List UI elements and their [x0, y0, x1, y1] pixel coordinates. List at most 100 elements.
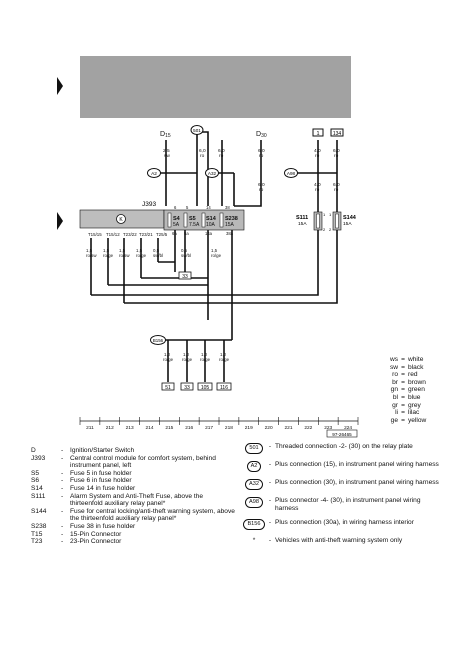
- svg-text:6a: 6a: [172, 231, 177, 236]
- module-ground-icon: K: [116, 214, 126, 224]
- svg-text:S14: S14: [206, 216, 217, 222]
- wire-color-row: bl=blue: [381, 394, 426, 402]
- svg-text:105: 105: [201, 385, 210, 391]
- legend-item: S14-Fuse 14 in fuse holder: [31, 485, 236, 493]
- svg-text:ro: ro: [259, 153, 264, 159]
- svg-text:1,5: 1,5: [211, 248, 218, 253]
- svg-text:116: 116: [220, 385, 228, 391]
- color-name: red: [408, 371, 418, 379]
- svg-text:14a: 14a: [205, 231, 213, 236]
- svg-text:ro: ro: [334, 187, 339, 193]
- svg-text:T25/5: T25/5: [156, 232, 168, 237]
- legend-desc: Fuse 14 in fuse holder: [70, 484, 136, 492]
- svg-text:ro: ro: [259, 187, 264, 193]
- box-134: 134: [330, 128, 344, 137]
- top-wire-labels: 2,5 sw 6,0 ro 6,0 ro 6,0 ro 4,0 ro 6,0 r…: [163, 148, 340, 193]
- svg-text:6,0: 6,0: [218, 148, 225, 154]
- svg-text:1,0: 1,0: [164, 352, 171, 357]
- svg-text:T15/12: T15/12: [106, 232, 120, 237]
- legend-oval: B156: [243, 519, 265, 531]
- ruler-label: 211: [86, 425, 94, 431]
- svg-text:6,0: 6,0: [333, 148, 340, 154]
- ruler-label: 224: [344, 425, 352, 431]
- svg-text:15A: 15A: [298, 221, 307, 227]
- legend-item: 501-Threaded connection -2- (30) on the …: [243, 443, 443, 454]
- svg-text:5A: 5A: [173, 222, 180, 228]
- legend-code: S111: [31, 492, 46, 500]
- color-code: gn: [390, 386, 398, 394]
- wires: [90, 131, 338, 382]
- ruler-label: 217: [205, 425, 213, 431]
- svg-text:0,5: 0,5: [181, 248, 188, 253]
- ruler-label: 222: [304, 425, 312, 431]
- color-code: br: [392, 378, 398, 386]
- wire-color-key: ws=white sw=black ro=red br=brown gn=gre…: [381, 356, 426, 424]
- svg-text:ro/ge: ro/ge: [219, 357, 230, 362]
- svg-text:ro/sw: ro/sw: [119, 253, 130, 258]
- legend-desc: Fuse 38 in fuse holder: [70, 522, 136, 530]
- terminal-d-30: D30: [256, 131, 267, 139]
- svg-text:S5: S5: [189, 216, 196, 222]
- connector-wire-labels: 1,5 ro/sw 1,5 ro/ge 1,5 ro/sw 1,5 ro/ge …: [86, 248, 222, 258]
- svg-text:6,0: 6,0: [199, 148, 206, 154]
- svg-text:T15/15: T15/15: [88, 232, 102, 237]
- svg-text:ro: ro: [200, 153, 205, 159]
- svg-text:S111: S111: [296, 215, 308, 221]
- node-b156: B156: [150, 335, 166, 345]
- legend-dash: -: [61, 522, 64, 530]
- legend-item: D-Ignition/Starter Switch: [31, 447, 236, 455]
- legend-dash: -: [61, 507, 64, 515]
- page-marker-top-icon: [57, 77, 63, 95]
- ruler-label: 213: [126, 425, 134, 431]
- svg-text:B156: B156: [153, 338, 164, 343]
- legend-dash: -: [61, 530, 64, 538]
- ruler-ticks: [79, 417, 359, 425]
- color-code: bl: [392, 393, 398, 401]
- wire-color-row: br=brown: [381, 379, 426, 387]
- legend-oval: A2: [246, 461, 262, 472]
- node-501: 501: [190, 125, 204, 135]
- legend-desc: Threaded connection -2- (30) on the rela…: [275, 443, 413, 450]
- top-terminals: D15 D30: [160, 131, 267, 139]
- wire-color-row: gr=grey: [381, 402, 426, 410]
- svg-text:51: 51: [165, 385, 171, 391]
- svg-text:33: 33: [184, 385, 190, 391]
- svg-text:sw: sw: [164, 154, 170, 159]
- svg-text:1,0: 1,0: [183, 352, 190, 357]
- svg-text:6,0: 6,0: [258, 148, 265, 154]
- legend-dash: -: [61, 492, 64, 500]
- color-name: green: [408, 386, 425, 394]
- legend-code: S144: [31, 507, 47, 515]
- legend-dash: -: [61, 447, 64, 454]
- color-name: black: [408, 363, 424, 371]
- legend-dash: -: [61, 469, 64, 477]
- svg-text:ro/sw: ro/sw: [86, 253, 97, 258]
- node-a98: A98: [284, 168, 298, 178]
- legend-desc: 15-Pin Connector: [70, 530, 122, 538]
- legend-dash: -: [61, 477, 64, 485]
- fuse-s238: S238 15A 38 38a: [219, 205, 238, 236]
- legend-oval: A32: [245, 479, 263, 490]
- legend-item: S144-Fuse for central locking/anti-theft…: [31, 508, 236, 523]
- fuses: S4 5A 6 6a S5 7.5A 5 5a S14 10A 14 14a S…: [167, 205, 238, 236]
- svg-text:ro: ro: [315, 187, 320, 193]
- svg-text:1,0: 1,0: [220, 352, 227, 357]
- svg-text:1,5: 1,5: [119, 248, 126, 253]
- color-code: gr: [392, 401, 398, 409]
- svg-text:ro: ro: [219, 153, 224, 159]
- svg-text:4,0: 4,0: [314, 182, 321, 188]
- wire-color-row: li=lilac: [381, 409, 426, 417]
- color-name: yellow: [408, 416, 427, 424]
- legend-desc: Vehicles with anti-theft warning system …: [275, 537, 403, 545]
- svg-text:10A: 10A: [206, 222, 216, 228]
- svg-text:S238: S238: [225, 216, 238, 222]
- svg-text:2,5: 2,5: [163, 148, 170, 154]
- svg-text:ro/ge: ro/ge: [103, 253, 114, 258]
- node-a32: A32: [205, 168, 219, 178]
- svg-text:2: 2: [329, 227, 332, 232]
- legend-desc: Central control module for comfort syste…: [70, 454, 216, 470]
- ruler-label: 214: [145, 425, 153, 431]
- legend-desc: Plus connector -4- (30), in instrument p…: [275, 497, 421, 512]
- svg-text:sw/bl: sw/bl: [153, 253, 163, 258]
